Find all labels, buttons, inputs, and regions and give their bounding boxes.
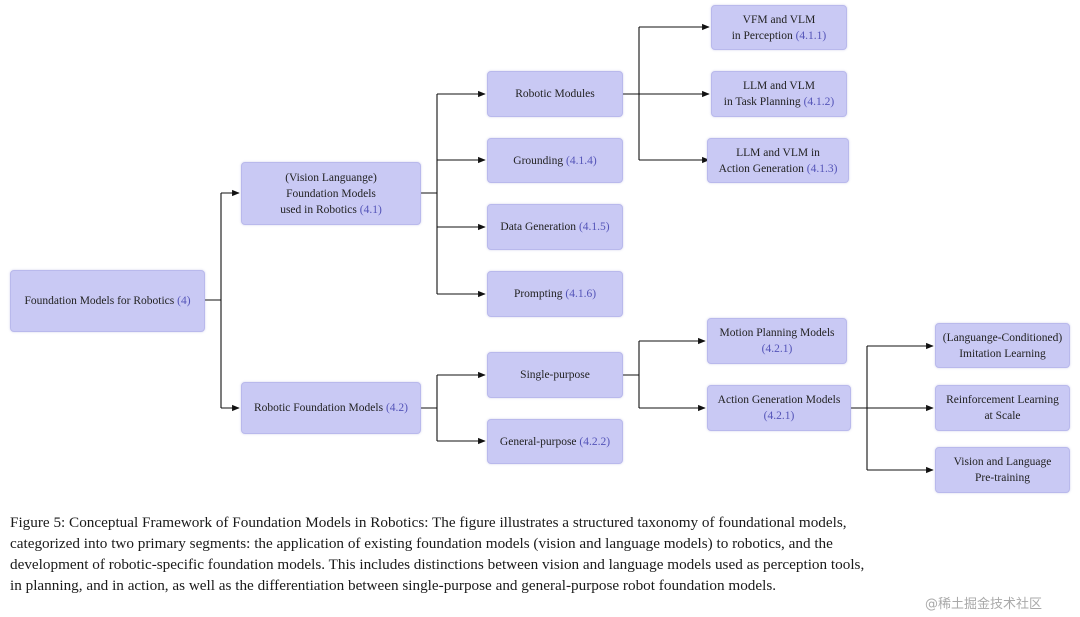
node-grounding: Grounding (4.1.4) bbox=[487, 138, 623, 183]
node-label-text: (Languange-Conditioned) bbox=[942, 331, 1063, 344]
node-label-text: Reinforcement Learning bbox=[946, 394, 1059, 406]
node-imitation-learning: (Languange-Conditioned) Imitation Learnin… bbox=[935, 323, 1070, 368]
node-label-text: Foundation Models bbox=[286, 187, 376, 200]
node-label-line: Action Generation Models (4.2.1) bbox=[708, 392, 850, 424]
node-label-text: (Vision Languange) bbox=[285, 171, 377, 184]
connector-single-purpose bbox=[623, 341, 640, 408]
node-label-line: Robotic Modules bbox=[515, 86, 595, 102]
node-label-text: Vision and Language bbox=[953, 456, 1052, 468]
section-reference: (4.1.2) bbox=[803, 96, 835, 108]
node-label-text: at Scale bbox=[984, 410, 1021, 422]
node-label-line: Pre-training bbox=[975, 470, 1030, 486]
node-label-line: (Languange-Conditioned) bbox=[943, 330, 1062, 346]
node-robotic-modules: Robotic Modules bbox=[487, 71, 623, 117]
figure-caption: Figure 5: Conceptual Framework of Founda… bbox=[10, 512, 1078, 596]
section-reference: (4.2) bbox=[385, 402, 408, 414]
node-label-text: in Task Planning bbox=[723, 96, 801, 108]
connector-robotic-modules bbox=[623, 27, 640, 160]
node-foundation-models-for-robotics: Foundation Models for Robotics (4) bbox=[10, 270, 205, 332]
node-label-line: Grounding (4.1.4) bbox=[513, 153, 596, 169]
node-vfm-vlm-perception: VFM and VLM in Perception (4.1.1) bbox=[711, 5, 847, 50]
node-action-generation-models: Action Generation Models (4.2.1) bbox=[707, 385, 851, 431]
node-vision-language-foundation-models: (Vision Languange) Foundation Models used … bbox=[241, 162, 421, 225]
node-label-line: in Perception (4.1.1) bbox=[732, 28, 827, 44]
section-reference: (4.2.1) bbox=[761, 343, 793, 355]
node-label-text: VFM and VLM bbox=[742, 13, 816, 26]
node-label-text: Robotic Foundation Models bbox=[254, 402, 384, 414]
node-label-text: Imitation Learning bbox=[959, 347, 1046, 360]
section-reference: (4.1.1) bbox=[795, 29, 827, 42]
node-label-line: (Vision Languange) bbox=[285, 170, 377, 186]
section-reference: (4.1.6) bbox=[565, 288, 597, 300]
section-reference: (4.1.3) bbox=[806, 162, 838, 175]
node-general-purpose: General-purpose (4.2.2) bbox=[487, 419, 623, 464]
node-label-line: at Scale bbox=[984, 408, 1020, 424]
node-label-line: Vision and Language bbox=[954, 454, 1052, 470]
node-label-text: Action Generation Models bbox=[717, 394, 841, 406]
connector-action-generation-models bbox=[851, 346, 868, 470]
node-prompting: Prompting (4.1.6) bbox=[487, 271, 623, 317]
node-label-text: LLM and VLM bbox=[743, 80, 815, 92]
node-label-text: used in Robotics bbox=[280, 203, 357, 216]
node-label-text: General-purpose bbox=[499, 435, 577, 448]
section-reference: (4.1.5) bbox=[578, 221, 610, 233]
node-label-text: Robotic Modules bbox=[515, 88, 595, 100]
node-label-line: Robotic Foundation Models (4.2) bbox=[254, 400, 408, 416]
node-label-text: Foundation Models for Robotics bbox=[24, 295, 175, 307]
node-data-generation: Data Generation (4.1.5) bbox=[487, 204, 623, 250]
node-llm-vlm-action-generation: LLM and VLM in Action Generation (4.1.3) bbox=[707, 138, 849, 183]
node-label-text: Action Generation bbox=[718, 162, 804, 175]
node-label-line: LLM and VLM bbox=[743, 78, 815, 94]
node-label-text: Single-purpose bbox=[520, 369, 590, 381]
node-label-line: Data Generation (4.1.5) bbox=[500, 219, 609, 235]
caption-line: development of robotic-specific foundati… bbox=[10, 556, 865, 573]
section-reference: (4.2.2) bbox=[579, 435, 611, 448]
node-label-line: General-purpose (4.2.2) bbox=[500, 434, 610, 450]
node-llm-vlm-task-planning: LLM and VLM in Task Planning (4.1.2) bbox=[711, 71, 847, 117]
node-label-line: Foundation Models for Robotics (4) bbox=[24, 293, 190, 309]
connector-root bbox=[205, 193, 222, 408]
node-label-line: Reinforcement Learning bbox=[946, 392, 1059, 408]
section-reference: (4.2.1) bbox=[763, 410, 795, 422]
node-label-text: Data Generation bbox=[500, 221, 577, 233]
node-label-line: Foundation Models bbox=[286, 186, 376, 202]
node-label-line: LLM and VLM in bbox=[736, 145, 820, 161]
node-label-line: Action Generation (4.1.3) bbox=[719, 161, 838, 177]
node-label-text: Prompting bbox=[513, 288, 563, 300]
node-label-text: Grounding bbox=[513, 154, 564, 167]
node-label-line: Prompting (4.1.6) bbox=[514, 286, 596, 302]
section-reference: (4) bbox=[177, 295, 191, 307]
node-label-line: in Task Planning (4.1.2) bbox=[724, 94, 834, 110]
node-reinforcement-learning: Reinforcement Learning at Scale bbox=[935, 385, 1070, 431]
node-label-text: in Perception bbox=[731, 29, 793, 42]
caption-line: in planning, and in action, as well as t… bbox=[10, 577, 777, 594]
node-label-text: Motion Planning Models bbox=[719, 327, 835, 339]
caption-line: Figure 5: Conceptual Framework of Founda… bbox=[10, 514, 847, 531]
node-label-line: VFM and VLM bbox=[743, 12, 816, 28]
section-reference: (4.1.4) bbox=[566, 154, 597, 167]
node-label-line: used in Robotics (4.1) bbox=[280, 202, 382, 218]
node-label-text: Pre-training bbox=[975, 472, 1030, 484]
node-single-purpose: Single-purpose bbox=[487, 352, 623, 398]
caption-line: categorized into two primary segments: t… bbox=[10, 535, 833, 552]
section-reference: (4.1) bbox=[359, 203, 382, 216]
node-label-text: LLM and VLM in bbox=[736, 146, 820, 159]
node-label-line: Imitation Learning bbox=[959, 346, 1046, 362]
connector-robotic-fm bbox=[421, 375, 438, 441]
node-label-line: Single-purpose bbox=[520, 367, 590, 383]
connector-vision-language-fm bbox=[421, 94, 438, 294]
watermark: @稀土掘金技术社区 bbox=[925, 597, 1043, 612]
node-robotic-foundation-models: Robotic Foundation Models (4.2) bbox=[241, 382, 421, 434]
node-label-line: Motion Planning Models (4.2.1) bbox=[708, 325, 846, 357]
node-motion-planning-models: Motion Planning Models (4.2.1) bbox=[707, 318, 847, 364]
